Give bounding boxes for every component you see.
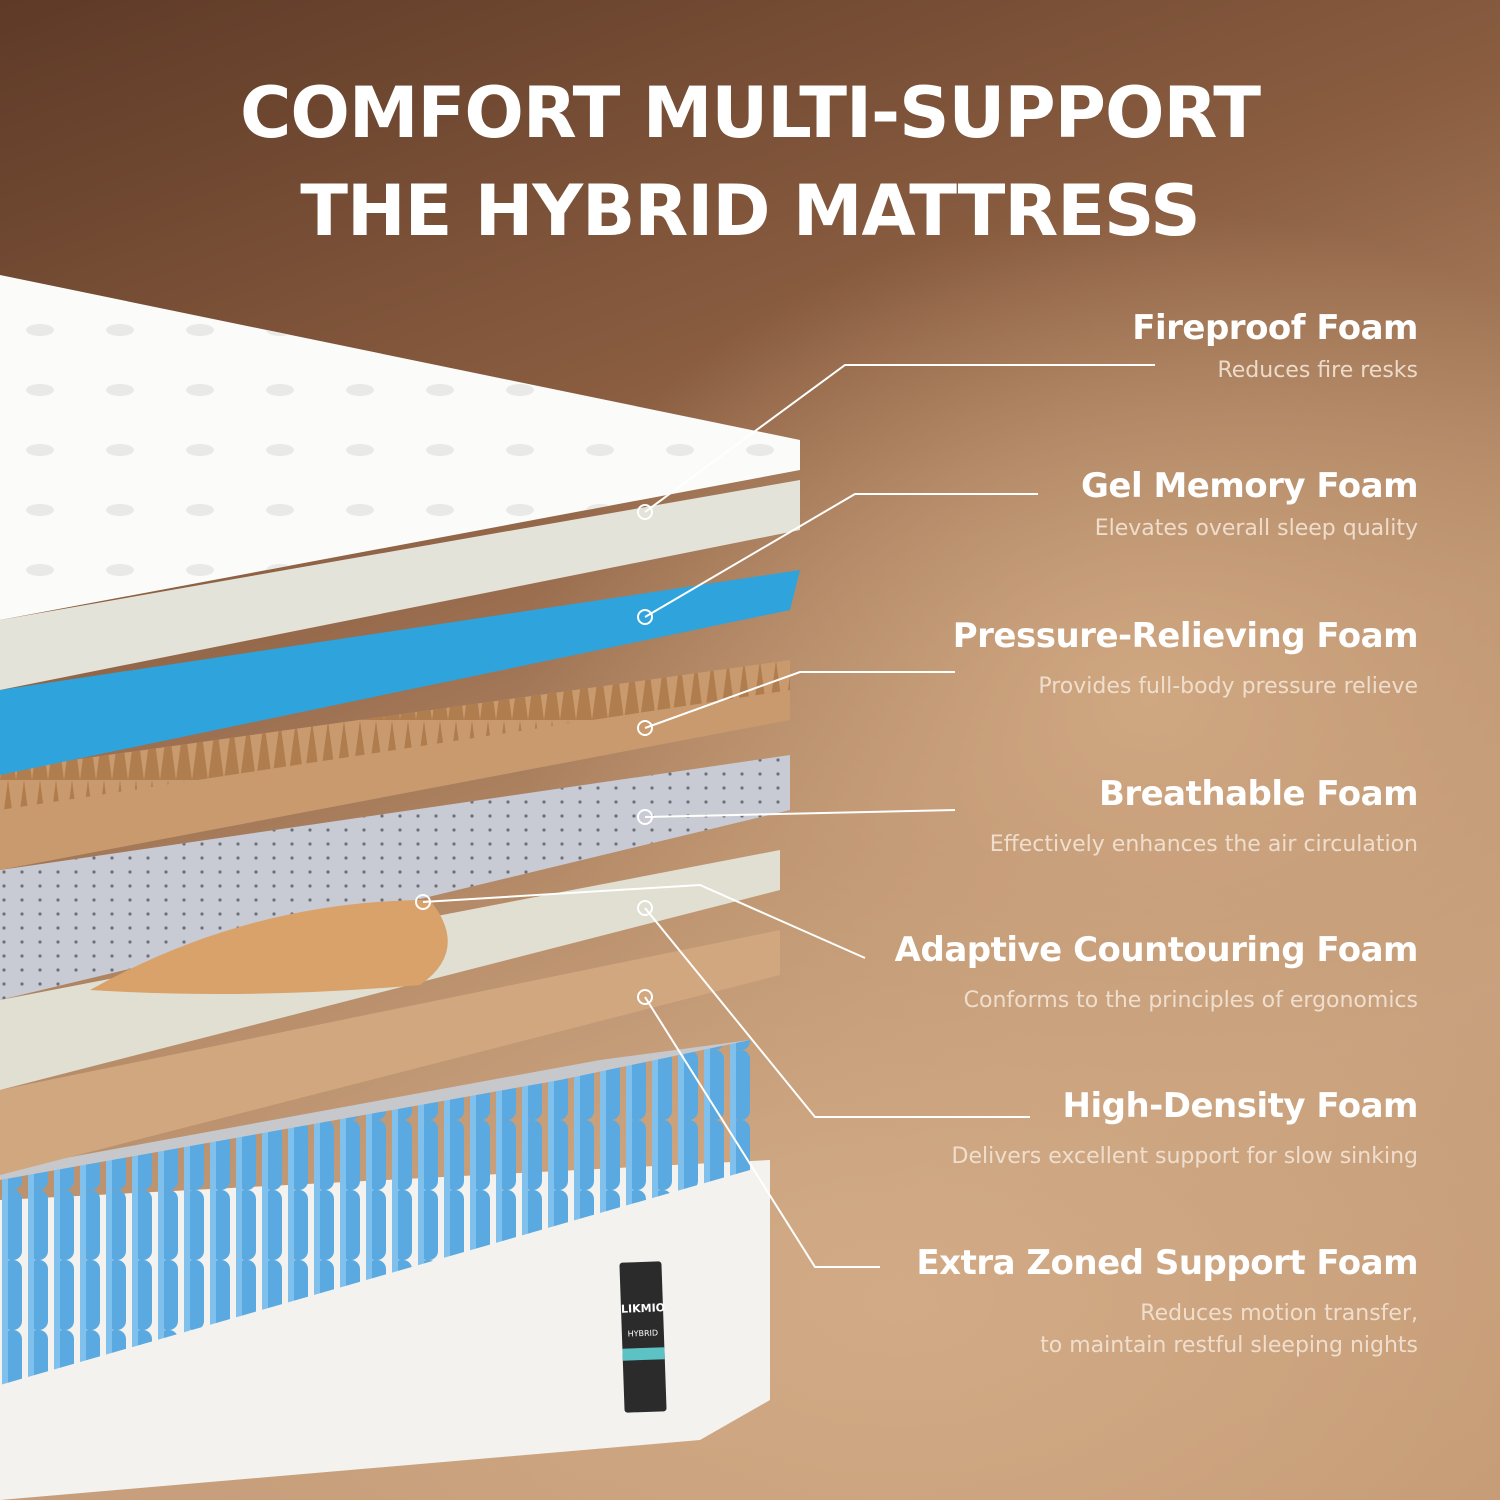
pressure-relieving-waves bbox=[0, 660, 790, 810]
layer-name: High-Density Foam bbox=[1062, 1086, 1419, 1126]
callout-line-breathable bbox=[644, 809, 956, 818]
high-density-layer bbox=[0, 930, 780, 1175]
callout-line-high-density bbox=[644, 907, 1030, 1118]
layer-desc: Reduces fire resks bbox=[1217, 358, 1418, 384]
callout-adaptive: Adaptive Countouring Foam Conforms to th… bbox=[894, 930, 1419, 1017]
tag-stripe bbox=[622, 1347, 665, 1361]
layer-desc: Elevates overall sleep quality bbox=[1094, 516, 1418, 542]
gel-blue-layer bbox=[0, 570, 800, 775]
callout-dot bbox=[637, 900, 653, 916]
brand-label-tag: LIKMIO HYBRID bbox=[619, 1261, 667, 1413]
brand-logo: LIKMIO bbox=[620, 1301, 666, 1316]
layer-name: Adaptive Countouring Foam bbox=[894, 930, 1419, 970]
layer-desc-line-2: to maintain restful sleeping nights bbox=[1040, 1333, 1418, 1359]
callout-dot bbox=[637, 609, 653, 625]
layer-desc: Reduces motion transfer, bbox=[1140, 1301, 1418, 1327]
callout-gel-memory: Gel Memory Foam Elevates overall sleep q… bbox=[1081, 466, 1418, 545]
layer-name: Fireproof Foam bbox=[1132, 308, 1418, 348]
callout-lines bbox=[415, 364, 1155, 1268]
callout-line-zoned bbox=[644, 996, 880, 1268]
callout-extra-zoned: Extra Zoned Support Foam Reduces motion … bbox=[916, 1243, 1418, 1362]
layer-desc: Conforms to the principles of ergonomics bbox=[963, 988, 1418, 1014]
layer-name: Pressure-Relieving Foam bbox=[952, 616, 1419, 656]
model-label: HYBRID bbox=[627, 1328, 659, 1339]
coil-block bbox=[0, 1040, 750, 1385]
callout-dot bbox=[415, 894, 431, 910]
callout-line-gel bbox=[644, 493, 1038, 618]
callout-line-adaptive bbox=[422, 883, 866, 959]
gel-memory-layer bbox=[0, 480, 800, 690]
headline-line-1: COMFORT MULTI-SUPPORT bbox=[240, 72, 1261, 154]
layer-desc: Delivers excellent support for slow sink… bbox=[951, 1144, 1419, 1170]
layer-desc: Provides full-body pressure relieve bbox=[1038, 674, 1418, 700]
layer-name: Gel Memory Foam bbox=[1081, 466, 1418, 506]
coil-top-gray bbox=[0, 1040, 750, 1180]
breathable-perforation bbox=[0, 755, 790, 1000]
quilting bbox=[0, 275, 800, 620]
layer-name: Extra Zoned Support Foam bbox=[916, 1243, 1418, 1283]
callout-fireproof: Fireproof Foam Reduces fire resks bbox=[1132, 308, 1418, 387]
callout-line-pressure bbox=[644, 671, 955, 729]
callout-dot bbox=[637, 504, 653, 520]
callout-dot bbox=[637, 720, 653, 736]
callout-dot bbox=[637, 989, 653, 1005]
callout-line-fireproof bbox=[644, 364, 1155, 513]
layer-desc: Effectively enhances the air circulation bbox=[989, 832, 1418, 858]
callout-high-density: High-Density Foam Delivers excellent sup… bbox=[951, 1086, 1419, 1173]
layer-name: Breathable Foam bbox=[1098, 774, 1419, 814]
callout-dot bbox=[637, 809, 653, 825]
ergonomic-insert bbox=[90, 900, 448, 994]
callout-breathable: Breathable Foam Effectively enhances the… bbox=[989, 774, 1419, 861]
headline-line-2: THE HYBRID MATTRESS bbox=[300, 170, 1200, 252]
callout-pressure-relieving: Pressure-Relieving Foam Provides full-bo… bbox=[952, 616, 1419, 703]
